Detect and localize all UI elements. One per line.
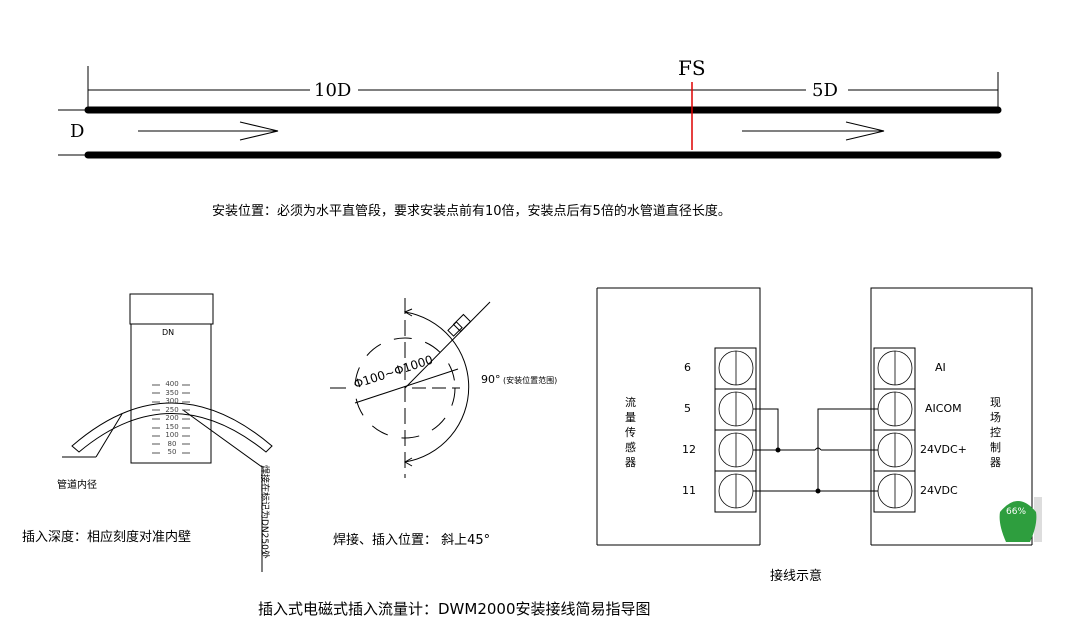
terminal-ai: AI [935, 361, 946, 374]
controller-label: 现场控制器 [990, 396, 1001, 469]
dn-label: DN [162, 328, 175, 337]
terminal-6: 6 [684, 361, 691, 374]
angle-caption: 焊接、插入位置： 斜上45° [333, 533, 491, 548]
depth-scale: 400 350 300 250 200 150 100 80 50 [162, 380, 182, 457]
scale-tick: 400 [165, 380, 179, 388]
flow-arrow-icon [138, 121, 279, 141]
scale-tick: 250 [165, 405, 179, 414]
depth-caption: 插入深度：相应刻度对准内壁 [22, 530, 192, 545]
scale-tick: 350 [165, 388, 179, 397]
angle-range-label: (安装位置范围) [503, 376, 558, 385]
pipe-diagram [58, 66, 1002, 159]
flow-arrow-icon [742, 121, 885, 141]
terminal-12: 12 [682, 443, 696, 456]
fs-label: FS [678, 56, 706, 80]
terminal-11: 11 [682, 484, 696, 497]
pipe-inner-diameter-label: 管道内径 [57, 480, 97, 491]
terminal-5: 5 [684, 402, 691, 415]
percentage-badge [999, 497, 1042, 542]
scale-tick: 80 [167, 439, 177, 448]
wiring-diagram [596, 287, 1033, 546]
angle-label: 90° [481, 373, 501, 386]
scale-tick: 200 [165, 414, 179, 422]
page-title: 插入式电磁式插入流量计：DWM2000安装接线简易指导图 [258, 600, 651, 618]
terminal-24vdc: 24VDC [920, 484, 958, 497]
weld-note: 焊接在标记为DN250处 [259, 465, 269, 559]
scale-tick: 150 [165, 422, 179, 431]
wiring-caption: 接线示意 [770, 569, 823, 584]
terminal-24vdc-plus: 24VDC+ [920, 443, 967, 456]
insertion-depth-diagram [62, 293, 273, 572]
scale-tick: 100 [165, 431, 179, 439]
insertion-angle-diagram [330, 298, 491, 478]
scale-tick: 50 [167, 448, 177, 456]
scale-tick: 300 [165, 397, 179, 405]
downstream-length-label: 5D [812, 80, 838, 101]
badge-value: 66% [1006, 507, 1027, 517]
diameter-label: D [70, 121, 85, 142]
sensor-label: 流量传感器 [625, 396, 636, 469]
terminal-aicom: AICOM [925, 402, 962, 415]
upstream-length-label: 10D [314, 80, 352, 101]
pipe-caption: 安装位置：必须为水平直管段，要求安装点前有10倍，安装点后有5倍的水管道直径长度… [212, 204, 731, 219]
